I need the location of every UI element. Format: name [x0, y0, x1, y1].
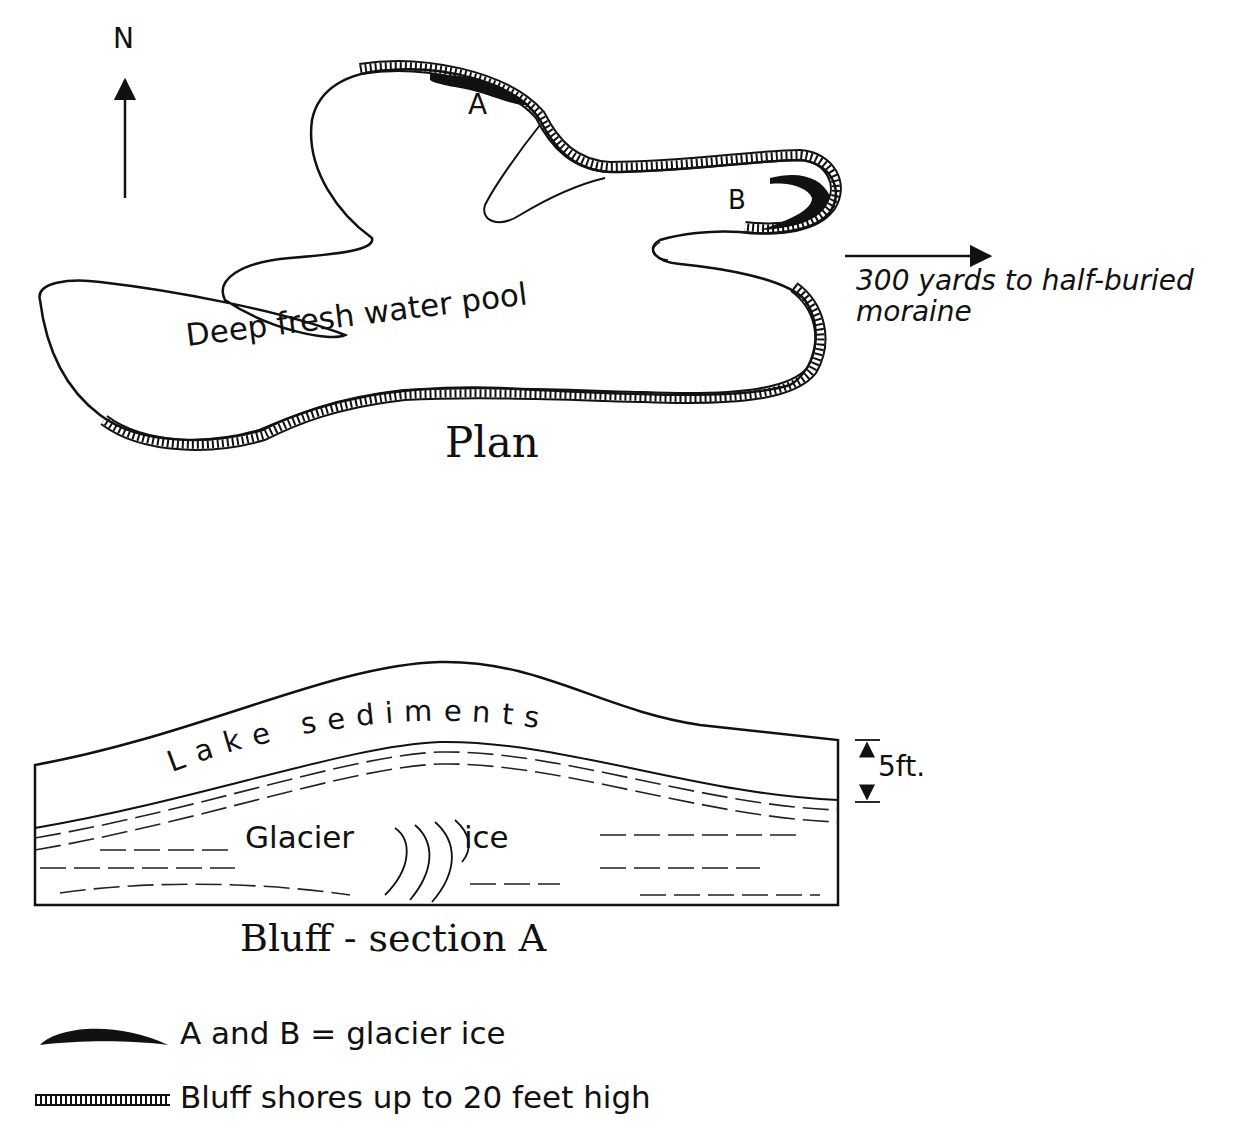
inlet-line: [653, 242, 668, 260]
layer-label: Glacier ice: [245, 820, 509, 854]
section-title: Bluff - section A: [240, 918, 546, 960]
legend-ice-sample: [40, 1029, 168, 1045]
lake-outline: [40, 69, 836, 440]
dimension: 5ft.: [878, 752, 925, 783]
view-title: Plan: [445, 420, 539, 466]
dimension-bracket: [855, 740, 880, 802]
north-arrow: [124, 80, 127, 198]
ice-label: B: [728, 186, 746, 215]
water-label: Deep fresh water pool: [184, 276, 529, 352]
sediment-boundary: [35, 742, 838, 828]
legend-text: A and B = glacier ice: [180, 1016, 506, 1050]
glacier-ice-b: [760, 175, 830, 230]
distance-note: 300 yards to half-buried moraine: [856, 266, 1226, 328]
ice-label: A: [468, 90, 487, 121]
ice-layering: [35, 752, 838, 895]
peninsula-outline: [484, 125, 605, 222]
legend-text: Bluff shores up to 20 feet high: [180, 1080, 651, 1114]
bluff-section: [35, 662, 838, 905]
direction-arrow: [845, 255, 990, 258]
compass-label: N: [113, 24, 134, 55]
layer-label: Lake sediments: [0, 0, 1, 1]
legend-bluff-sample: [35, 1100, 170, 1101]
